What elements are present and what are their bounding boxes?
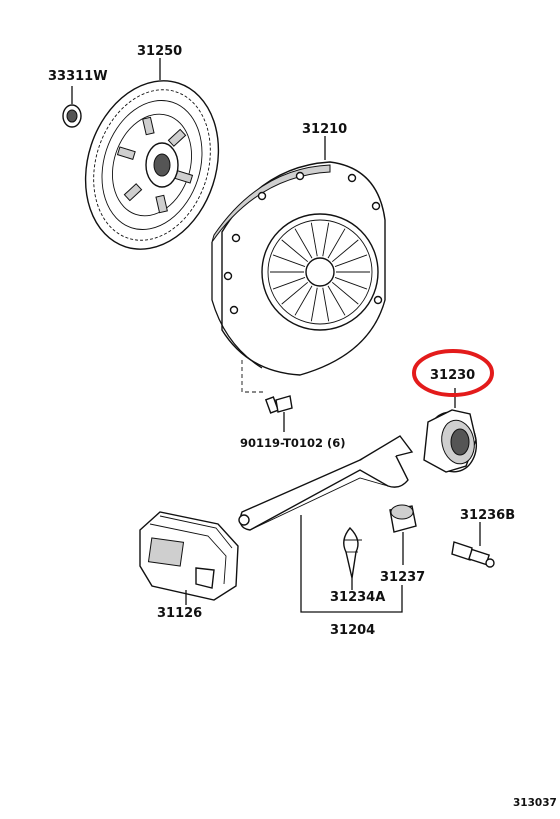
pivot-stud-part[interactable] xyxy=(451,522,495,568)
diaphragm-finger xyxy=(272,277,306,290)
release-fork-part[interactable] xyxy=(238,435,414,531)
release-fork-assy-bracket xyxy=(300,515,403,613)
fork-clip-part[interactable] xyxy=(343,526,362,590)
clutch-disc-part[interactable] xyxy=(65,58,240,267)
diaphragm-finger xyxy=(334,254,368,267)
cover-rim-bolt xyxy=(229,305,239,315)
fork-pivot-boot-part[interactable] xyxy=(389,504,417,565)
diaphragm-finger xyxy=(294,228,313,259)
diaphragm-finger xyxy=(310,287,318,322)
cover-rim-bolt xyxy=(231,233,241,243)
diaphragm-finger xyxy=(322,287,330,322)
pilot-bearing-part[interactable] xyxy=(62,86,82,128)
diaphragm-finger xyxy=(322,222,330,257)
cover-rim-bolt xyxy=(295,171,305,181)
release-bearing-part[interactable] xyxy=(422,388,481,476)
cover-rim-bolt xyxy=(371,201,381,211)
part-label-90119-t0102[interactable]: 90119-T0102 (6) xyxy=(240,436,345,450)
diaphragm-finger xyxy=(281,281,309,305)
diaphragm-finger xyxy=(331,239,359,263)
diaphragm-finger xyxy=(334,277,368,290)
diaphragm-finger xyxy=(294,285,313,316)
damper-spring xyxy=(142,116,155,136)
damper-spring xyxy=(116,146,136,160)
part-label-33311w[interactable]: 33311W xyxy=(48,69,108,84)
cover-rim-bolt xyxy=(223,271,233,281)
part-label-31230[interactable]: 31230 xyxy=(430,368,475,383)
figure-id: 313037 xyxy=(513,797,557,809)
part-label-31210[interactable]: 31210 xyxy=(302,122,347,137)
diaphragm-finger xyxy=(272,254,306,267)
part-label-31126[interactable]: 31126 xyxy=(157,606,202,621)
damper-spring xyxy=(167,128,187,147)
clutch-cover-part[interactable] xyxy=(211,136,386,393)
diaphragm-finger xyxy=(327,228,346,259)
part-label-31234a[interactable]: 31234A xyxy=(330,590,385,605)
part-label-31237[interactable]: 31237 xyxy=(380,570,425,585)
cover-bolt-part[interactable] xyxy=(264,395,293,432)
part-label-31250[interactable]: 31250 xyxy=(137,44,182,59)
release-fork-boot-part[interactable] xyxy=(139,511,239,605)
cover-rim-bolt xyxy=(373,295,383,305)
damper-spring xyxy=(155,194,168,214)
diaphragm-finger xyxy=(331,281,359,305)
damper-spring xyxy=(123,183,143,202)
diaphragm-finger xyxy=(310,222,318,257)
diaphragm-finger xyxy=(281,239,309,263)
cover-rim-bolt xyxy=(257,191,267,201)
highlight-ring xyxy=(412,349,494,397)
part-label-31204[interactable]: 31204 xyxy=(330,623,375,638)
part-label-31236b[interactable]: 31236B xyxy=(460,508,515,523)
diaphragm-finger xyxy=(327,285,346,316)
cover-rim-bolt xyxy=(347,173,357,183)
